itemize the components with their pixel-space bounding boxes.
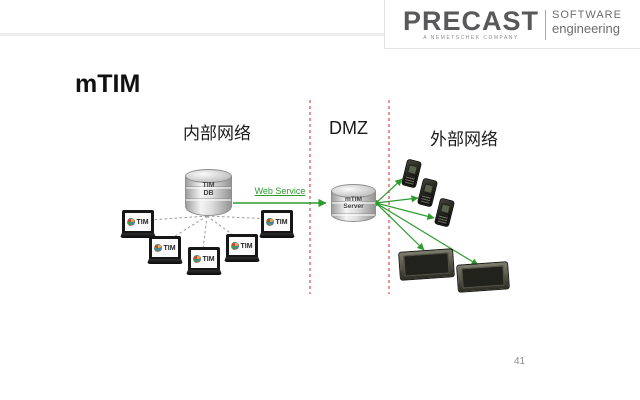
laptop-client-4: TIM — [224, 234, 260, 262]
logo-brand-column: PRECAST A NEMETSCHEK COMPANY — [403, 6, 540, 42]
tablet-screen — [461, 265, 505, 289]
handheld-keypad — [404, 174, 416, 185]
page-title: mTIM — [75, 70, 141, 98]
laptop-client-2: TIM — [147, 236, 183, 264]
tablet-device-1 — [398, 248, 455, 281]
web-service-label: Web Service — [254, 186, 306, 196]
laptop-client-5: TIM — [259, 210, 295, 238]
tim-logo-icon — [231, 242, 240, 250]
tim-logo-icon — [154, 244, 163, 252]
logo-suffix-line2: engineering — [552, 21, 620, 36]
page-number: 41 — [514, 356, 526, 367]
logo-suffix: SOFTWARE engineering — [552, 9, 622, 35]
tablet-device-2 — [456, 261, 510, 293]
logo-brand-text: PRECAST — [403, 6, 540, 36]
company-logo: PRECAST A NEMETSCHEK COMPANY SOFTWARE en… — [384, 0, 640, 49]
laptop-screen: TIM — [149, 236, 181, 259]
logo-suffix-line1: SOFTWARE — [552, 9, 622, 21]
zone-label-internal-network: 内部网络 — [183, 124, 251, 143]
handheld-screen — [440, 203, 451, 215]
server-label-line2: Server — [343, 203, 364, 210]
server-mtim: mTIM Server — [331, 184, 376, 222]
tim-logo-icon — [193, 255, 202, 263]
laptop-client-1: TIM — [120, 210, 156, 238]
laptop-screen: TIM — [122, 210, 154, 233]
handheld-keypad — [420, 193, 432, 204]
tim-logo-icon — [266, 218, 275, 226]
tablet-screen — [403, 252, 450, 277]
server-label-line1: mTIM — [345, 196, 362, 203]
tim-logo-label: TIM — [275, 218, 288, 226]
tim-logo-label: TIM — [240, 242, 253, 250]
tim-logo-label: TIM — [163, 244, 176, 252]
header-divider — [0, 33, 640, 36]
zone-label-external-network: 外部网络 — [430, 130, 498, 149]
laptop-screen: TIM — [226, 234, 258, 257]
logo-inner: PRECAST A NEMETSCHEK COMPANY SOFTWARE en… — [403, 6, 622, 42]
logo-divider-line — [545, 10, 547, 40]
handheld-screen — [407, 164, 418, 176]
tim-logo-icon — [127, 218, 136, 226]
server-icon — [331, 184, 376, 198]
tim-logo-label: TIM — [136, 218, 149, 226]
database-icon — [185, 169, 232, 183]
logo-tagline: A NEMETSCHEK COMPANY — [423, 35, 519, 41]
laptop-screen: TIM — [188, 247, 220, 270]
tim-logo-label: TIM — [202, 255, 215, 263]
laptop-screen: TIM — [261, 210, 293, 233]
database-tim-db: TIM DB — [185, 169, 232, 217]
handheld-screen — [423, 183, 434, 195]
db-label-line2: DB — [203, 190, 214, 197]
laptop-client-3: TIM — [186, 247, 222, 275]
zone-label-dmz: DMZ — [329, 118, 368, 138]
handheld-keypad — [437, 213, 449, 224]
db-label-line1: TIM — [202, 182, 215, 189]
